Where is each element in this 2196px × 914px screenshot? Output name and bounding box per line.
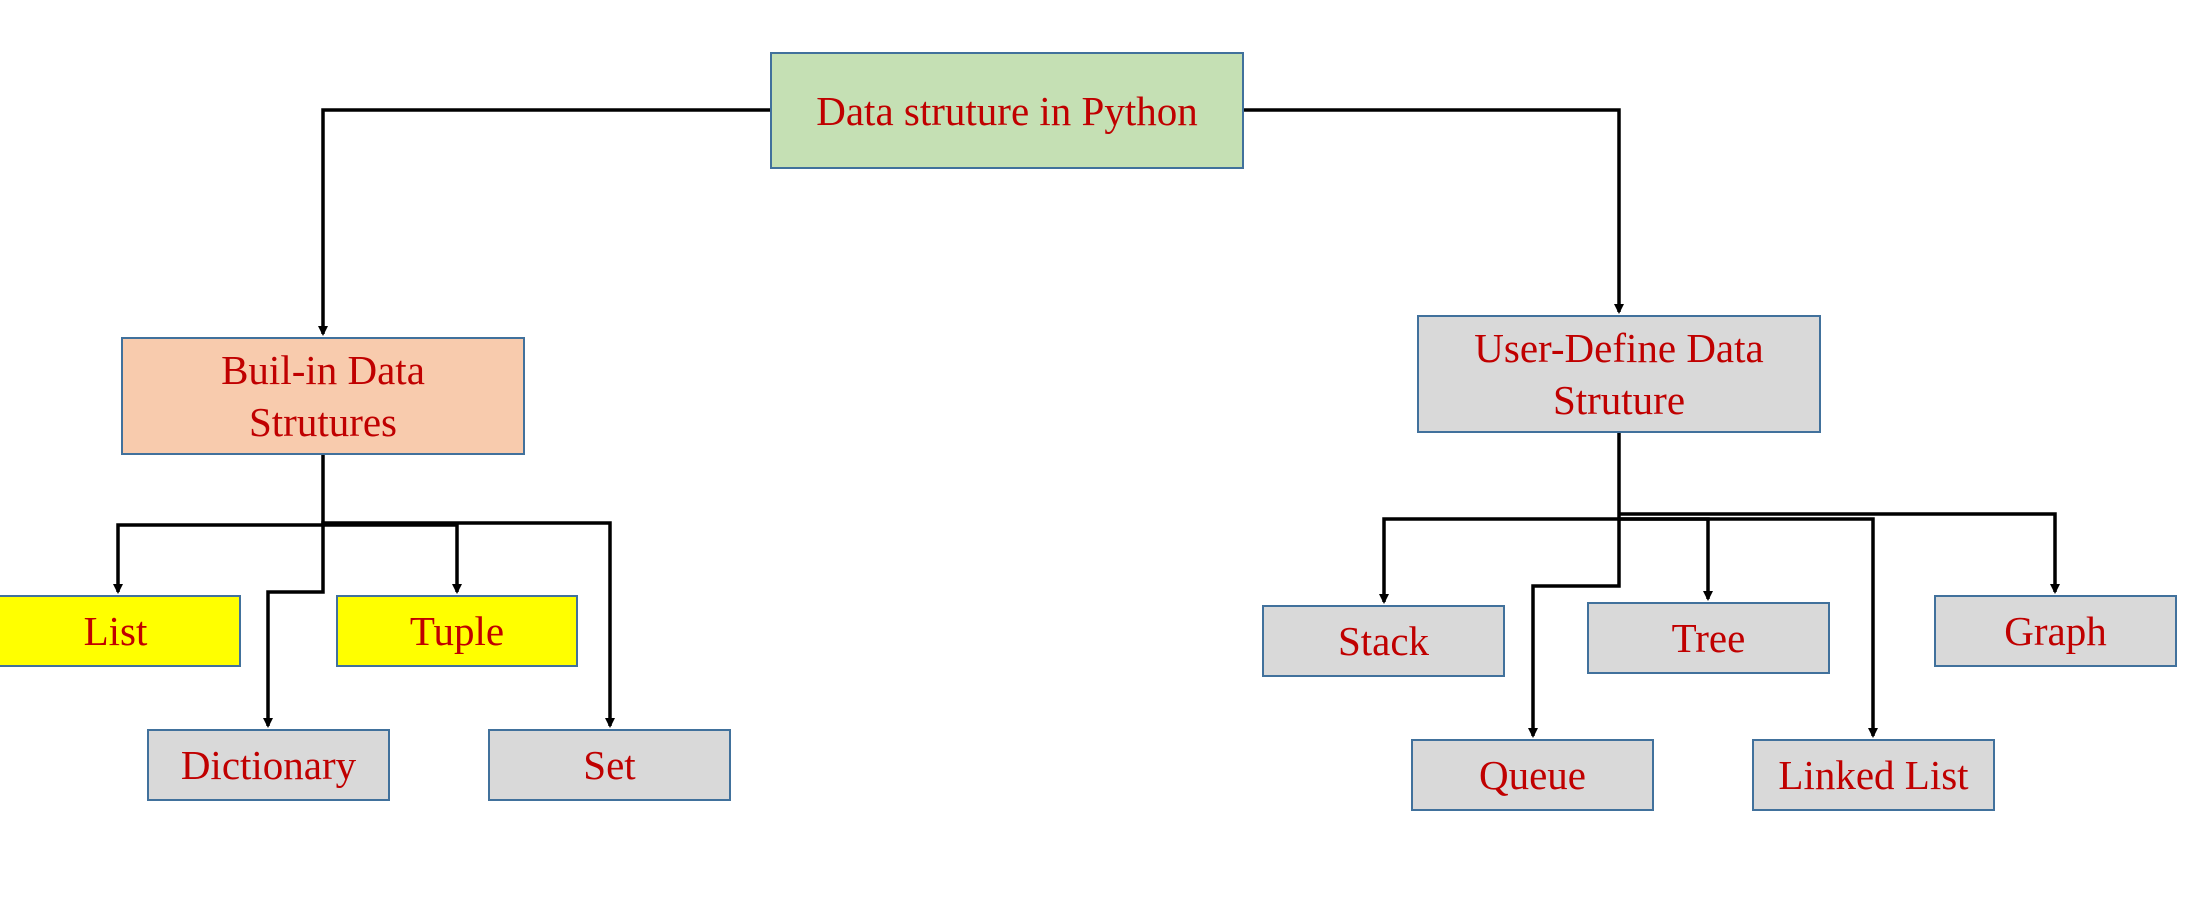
root-node-label: Data struture in Python bbox=[816, 87, 1198, 134]
linked-list-label: Linked List bbox=[1778, 752, 1969, 798]
user-defined-structures-label: User-Define Data Struture bbox=[1474, 325, 1764, 423]
tree-node: Tree bbox=[1587, 602, 1830, 674]
edge-user-tree bbox=[1619, 517, 1713, 601]
builtin-structures-label: Buil-in Data Strutures bbox=[221, 347, 425, 445]
root-node: Data struture in Python bbox=[770, 52, 1244, 169]
graph-label: Graph bbox=[2004, 608, 2107, 654]
edge-user-graph bbox=[1619, 512, 2060, 594]
stack-node: Stack bbox=[1262, 605, 1505, 677]
edge-user-stack bbox=[1379, 433, 1621, 604]
set-label: Set bbox=[583, 742, 636, 788]
queue-label: Queue bbox=[1478, 752, 1586, 798]
edge-root-builtin bbox=[318, 108, 770, 336]
dictionary-node: Dictionary bbox=[147, 729, 390, 801]
list-label: List bbox=[83, 608, 148, 654]
set-node: Set bbox=[488, 729, 731, 801]
edge-builtin-dictionary bbox=[263, 525, 325, 728]
user-defined-structures-node: User-Define Data Struture bbox=[1417, 315, 1821, 433]
edge-root-user-defined bbox=[1244, 108, 1624, 314]
edge-builtin-set bbox=[321, 521, 615, 728]
dictionary-label: Dictionary bbox=[180, 742, 357, 788]
list-node: List bbox=[0, 595, 241, 667]
linked-list-node: Linked List bbox=[1752, 739, 1995, 811]
edge-user-queue bbox=[1528, 519, 1621, 738]
edge-builtin-list bbox=[113, 455, 325, 594]
tree-label: Tree bbox=[1671, 615, 1746, 661]
graph-node: Graph bbox=[1934, 595, 2177, 667]
edge-builtin-tuple bbox=[323, 523, 462, 594]
tuple-node: Tuple bbox=[336, 595, 578, 667]
builtin-structures-node: Buil-in Data Strutures bbox=[121, 337, 525, 455]
stack-label: Stack bbox=[1337, 618, 1430, 664]
tuple-label: Tuple bbox=[409, 608, 505, 654]
queue-node: Queue bbox=[1411, 739, 1654, 811]
edge-user-linked-list bbox=[1619, 517, 1878, 738]
